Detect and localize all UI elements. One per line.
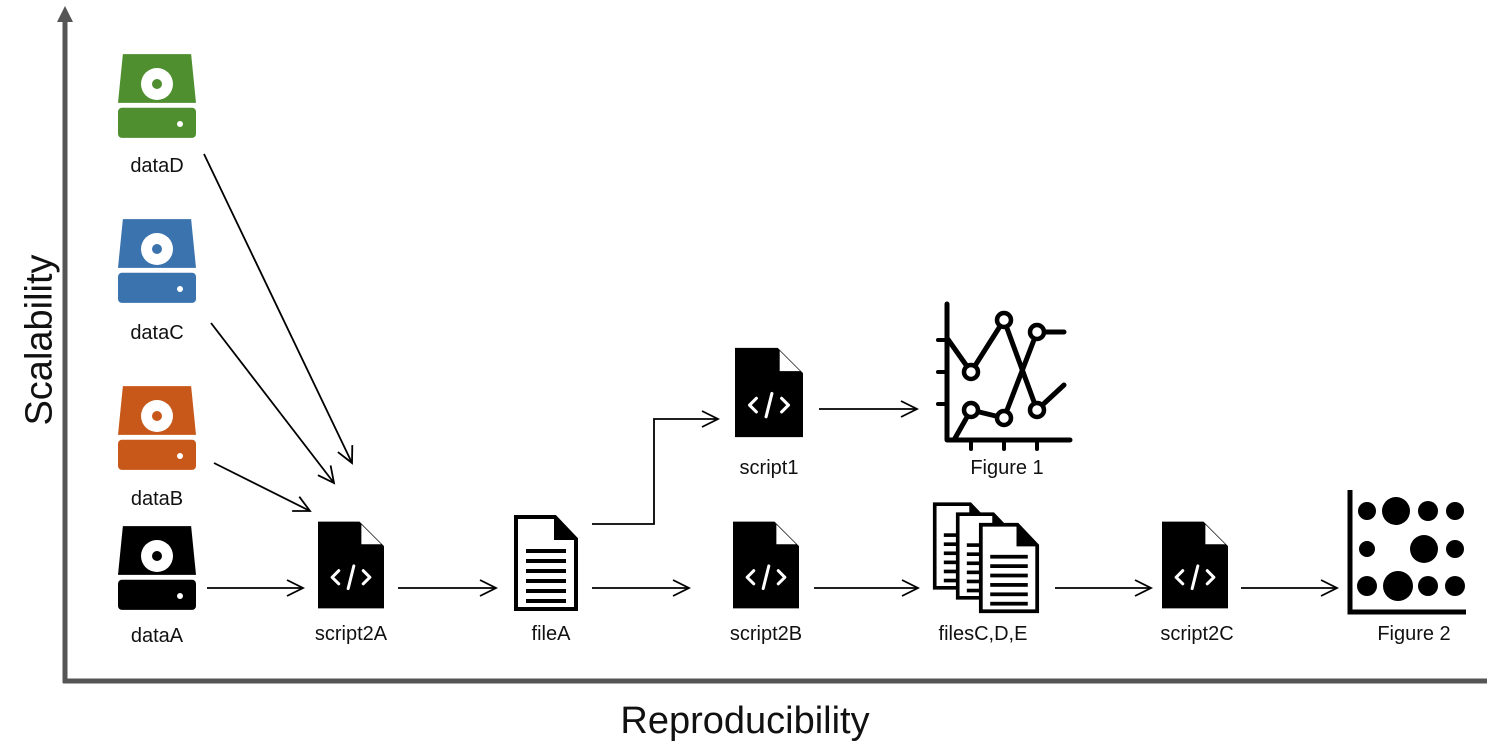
dataB-label: dataB	[130, 488, 184, 510]
dataD-label: dataD	[130, 155, 184, 177]
x-axis-label: Reproducibility	[620, 700, 870, 742]
figure1-line-chart-icon	[936, 301, 1073, 451]
script2B-code-file-icon	[733, 519, 799, 611]
script2A-code-file-icon	[318, 519, 384, 611]
script2B-label: script2B	[729, 623, 803, 645]
arrows	[203, 153, 1337, 588]
fileA-label: fileA	[531, 623, 571, 645]
script1-code-file-icon	[735, 346, 803, 439]
dataA-drive-icon	[118, 526, 196, 610]
y-axis-arrowhead	[57, 6, 73, 22]
arrow-dataB-to-script2A	[213, 462, 310, 511]
y-axis-label: Scalability	[18, 254, 61, 426]
script1-label: script1	[739, 457, 799, 479]
arrow-fileA-to-script1	[592, 419, 718, 525]
script2A-label: script2A	[314, 623, 388, 645]
arrow-dataC-to-script2A	[210, 322, 334, 483]
script2C-code-file-icon	[1162, 519, 1228, 611]
filesCDE-label: filesC,D,E	[938, 623, 1028, 645]
figure2-dot-plot-icon	[1347, 490, 1466, 615]
script2C-label: script2C	[1160, 623, 1234, 645]
dataA-label: dataA	[130, 625, 184, 647]
arrow-dataD-to-script2A	[203, 153, 352, 463]
dataB-drive-icon	[118, 386, 196, 470]
filesCDE-multiple-documents-icon	[932, 502, 1037, 611]
figure2-label: Figure 2	[1377, 623, 1451, 645]
figure1-label: Figure 1	[970, 457, 1044, 479]
axes	[57, 6, 1487, 684]
fileA-text-document-icon	[516, 517, 576, 609]
dataC-label: dataC	[130, 322, 184, 344]
dataC-drive-icon	[118, 219, 196, 303]
dataD-drive-icon	[118, 54, 196, 138]
